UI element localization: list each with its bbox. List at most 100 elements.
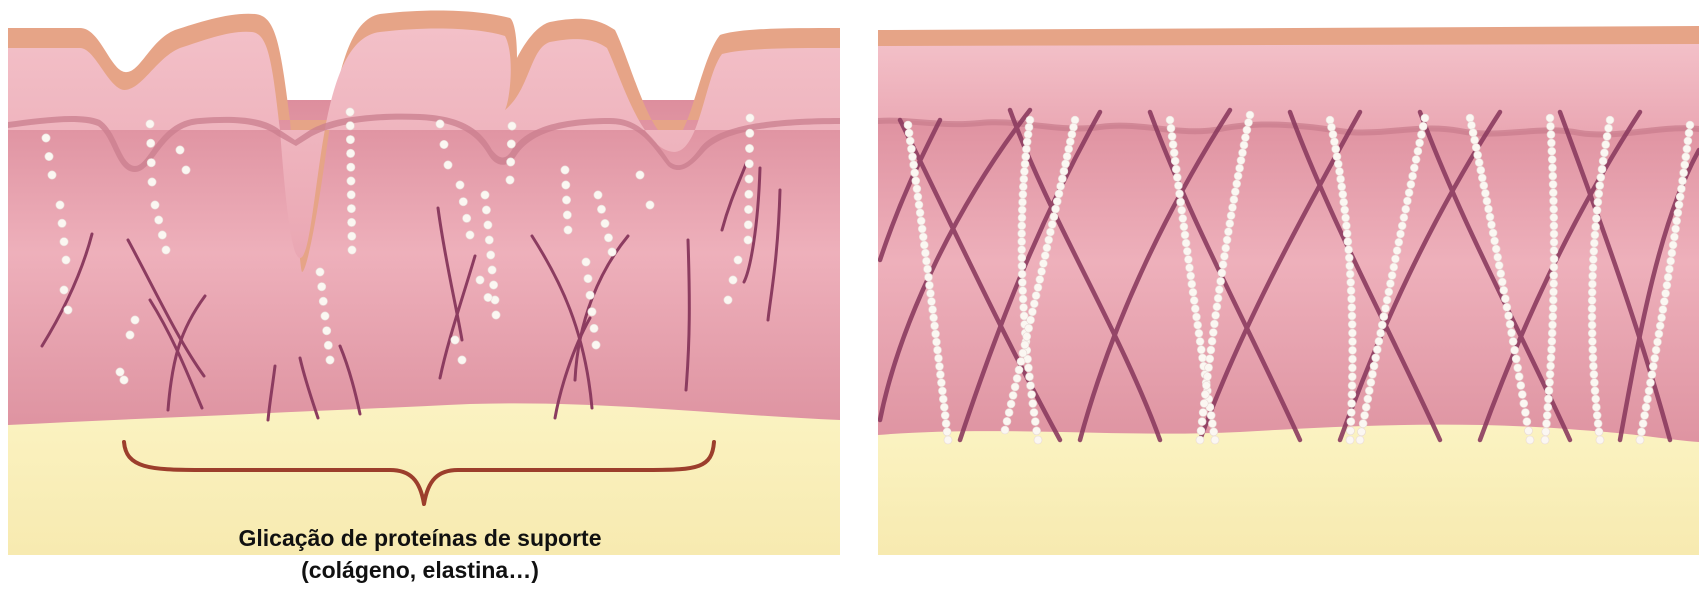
elastin-bead	[1333, 153, 1341, 161]
elastin-bead	[1028, 391, 1036, 399]
elastin-bead	[1358, 428, 1366, 436]
elastin-bead	[1207, 411, 1215, 419]
elastin-bead	[1526, 436, 1534, 444]
elastin-bead	[1348, 391, 1356, 399]
elastin-bead	[1018, 206, 1026, 214]
elastin-bead	[48, 171, 56, 179]
elastin-bead	[1187, 272, 1195, 280]
elastin-bead	[1210, 428, 1218, 436]
elastin-bead	[1328, 123, 1336, 131]
elastin-bead	[1341, 206, 1349, 214]
elastin-bead	[319, 297, 327, 305]
elastin-bead	[1659, 306, 1667, 314]
elastin-bead	[1591, 231, 1599, 239]
elastin-bead	[912, 177, 920, 185]
elastin-bead	[1348, 304, 1356, 312]
elastin-bead	[921, 249, 929, 257]
elastin-bead	[1486, 213, 1494, 221]
elastin-bead	[444, 161, 452, 169]
elastin-bead	[1589, 256, 1597, 264]
elastin-bead	[147, 139, 155, 147]
elastin-bead	[1645, 387, 1653, 395]
elastin-bead	[1029, 400, 1037, 408]
elastin-bead	[1359, 420, 1367, 428]
elastin-bead	[1019, 183, 1027, 191]
elastin-bead	[1197, 346, 1205, 354]
elastin-bead	[1184, 256, 1192, 264]
elastin-bead	[1546, 370, 1554, 378]
elastin-bead	[1471, 136, 1479, 144]
elastin-bead	[1549, 172, 1557, 180]
elastin-bead	[1518, 391, 1526, 399]
elastin-bead	[1488, 221, 1496, 229]
elastin-bead	[1226, 220, 1234, 228]
elastin-bead	[1599, 157, 1607, 165]
elastin-bead	[745, 160, 753, 168]
elastin-bead	[1589, 354, 1597, 362]
elastin-bead	[459, 198, 467, 206]
elastin-bead	[1373, 346, 1381, 354]
elastin-bead	[1233, 180, 1241, 188]
elastin-bead	[485, 236, 493, 244]
elastin-bead	[1669, 241, 1677, 249]
elastin-bead	[347, 218, 355, 226]
elastin-bead	[1478, 174, 1486, 182]
elastin-bead	[1030, 409, 1038, 417]
elastin-bead	[1589, 362, 1597, 370]
elastin-bead	[1638, 428, 1646, 436]
elastin-bead	[1520, 400, 1528, 408]
elastin-bead	[146, 120, 154, 128]
elastin-bead	[1547, 122, 1555, 130]
elastin-bead	[1644, 395, 1652, 403]
elastin-bead	[1362, 403, 1370, 411]
elastin-bead	[590, 324, 598, 332]
elastin-bead	[1550, 197, 1558, 205]
elastin-bead	[1549, 180, 1557, 188]
elastin-bead	[1475, 159, 1483, 167]
elastin-bead	[1543, 420, 1551, 428]
elastin-bead	[1407, 180, 1415, 188]
elastin-bead	[1674, 209, 1682, 217]
elastin-bead	[935, 354, 943, 362]
elastin-bead	[42, 134, 50, 142]
elastin-bead	[1024, 131, 1032, 139]
elastin-bead	[1550, 205, 1558, 213]
elastin-bead	[1348, 320, 1356, 328]
elastin-bead	[1347, 287, 1355, 295]
elastin-bead	[1588, 313, 1596, 321]
elastin-bead	[744, 205, 752, 213]
elastin-bead	[1548, 337, 1556, 345]
elastin-bead	[911, 169, 919, 177]
elastin-bead	[148, 178, 156, 186]
elastin-bead	[451, 336, 459, 344]
elastin-bead	[458, 356, 466, 364]
elastin-bead	[120, 376, 128, 384]
elastin-bead	[1345, 246, 1353, 254]
elastin-bead	[1497, 270, 1505, 278]
elastin-bead	[1521, 409, 1529, 417]
elastin-bead	[1007, 400, 1015, 408]
elastin-bead	[1590, 370, 1598, 378]
elastin-bead	[1492, 245, 1500, 253]
elastin-bead	[1176, 190, 1184, 198]
elastin-bead	[484, 221, 492, 229]
elastin-bead	[942, 420, 950, 428]
elastin-bead	[1005, 409, 1013, 417]
elastin-bead	[1025, 324, 1033, 332]
elastin-bead	[1494, 253, 1502, 261]
elastin-bead	[1600, 149, 1608, 157]
elastin-bead	[918, 225, 926, 233]
elastin-bead	[1588, 338, 1596, 346]
elastin-bead	[1053, 197, 1061, 205]
elastin-bead	[1550, 255, 1558, 263]
elastin-bead	[1036, 276, 1044, 284]
elastin-bead	[1336, 168, 1344, 176]
elastin-bead	[1544, 403, 1552, 411]
elastin-bead	[1057, 182, 1065, 190]
elastin-bead	[1483, 197, 1491, 205]
elastin-bead	[1065, 145, 1073, 153]
caption-line-1: Glicação de proteínas de suporte	[0, 524, 840, 552]
elastin-bead	[1215, 286, 1223, 294]
elastin-bead	[1021, 160, 1029, 168]
elastin-bead	[1681, 161, 1689, 169]
